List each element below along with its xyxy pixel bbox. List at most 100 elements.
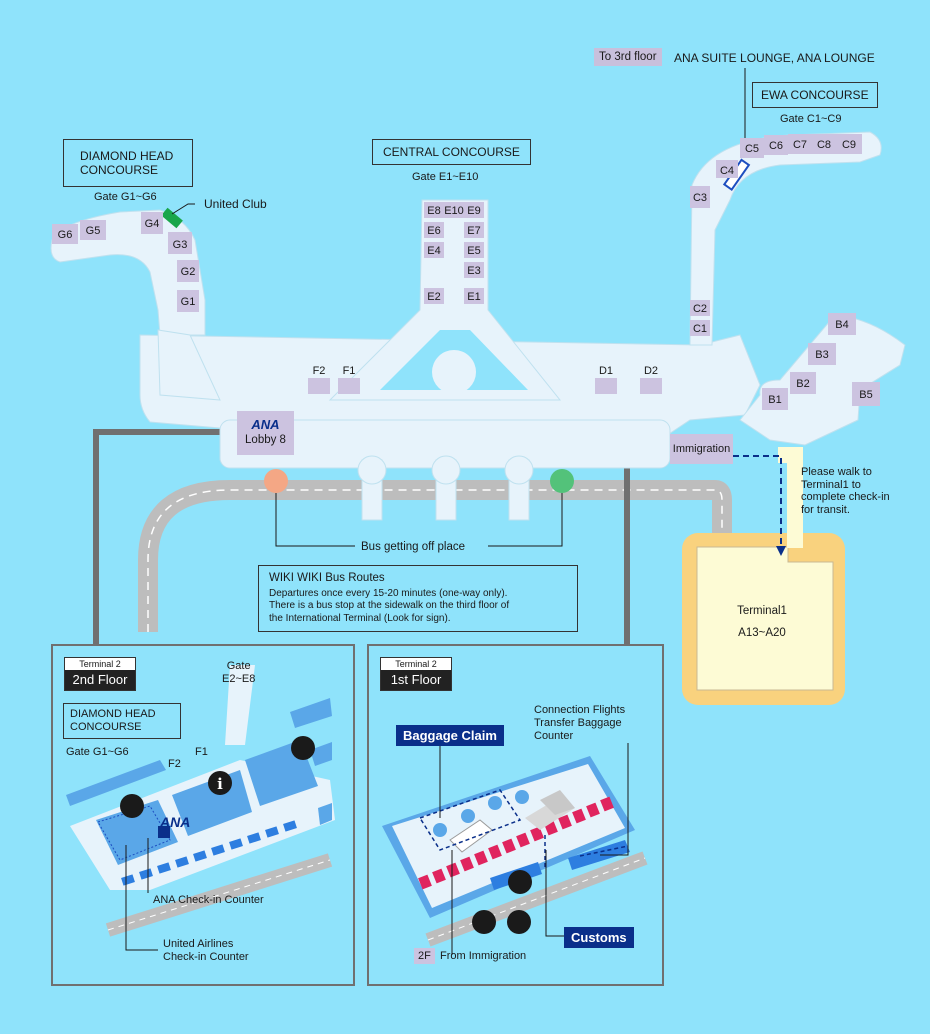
panel-connector-left <box>93 429 250 645</box>
gate-b2: B2 <box>796 378 809 390</box>
gate-e1: E1 <box>467 291 480 303</box>
gate-d2: D2 <box>644 365 658 377</box>
gate-c4: C4 <box>720 165 734 177</box>
united-club-marker <box>161 207 183 229</box>
gate-c8: C8 <box>817 139 831 151</box>
panel2-ana-counter: ANA Check-in Counter <box>153 894 264 906</box>
transit-route-arrow <box>733 455 782 548</box>
panel2-united-line1: United Airlines <box>163 938 234 950</box>
main-concourse <box>50 131 906 521</box>
gate-f1: F1 <box>343 365 356 377</box>
bus-getting-off-label: Bus getting off place <box>361 541 465 553</box>
transit-route-arrowhead <box>776 546 786 556</box>
gate-g2: G2 <box>181 266 196 278</box>
customs-label: Customs <box>564 927 634 948</box>
panel1-floor: 1st Floor <box>381 670 451 690</box>
floor2-illustration: i <box>66 665 335 951</box>
gate-b5: B5 <box>859 389 872 401</box>
diamond-head-box: DIAMOND HEAD CONCOURSE <box>63 139 193 187</box>
panel2-gate-g: Gate G1~G6 <box>66 746 129 758</box>
from-immigration-label: From Immigration <box>440 950 527 962</box>
gate-e9: E9 <box>467 205 480 217</box>
wiki-title: WIKI WIKI Bus Routes <box>269 572 385 584</box>
panel2-gate-range: E2~E8 <box>222 673 256 685</box>
gate-c3: C3 <box>693 192 707 204</box>
panel2-concourse-line1: DIAMOND HEAD <box>70 708 156 720</box>
gate-c5: C5 <box>745 143 759 155</box>
gate-e7: E7 <box>467 225 480 237</box>
gate-e2: E2 <box>427 291 440 303</box>
panel2-concourse-line2: CONCOURSE <box>70 721 142 733</box>
gate-c2: C2 <box>693 303 707 315</box>
immigration-box: Immigration <box>670 434 733 464</box>
transit-note-line4: for transit. <box>801 503 850 516</box>
panel2-ana-logo: ANA <box>160 814 191 830</box>
panel2-gate-word: Gate <box>226 660 251 672</box>
panel2-f2: F2 <box>168 758 181 770</box>
panel2-f1: F1 <box>195 746 208 758</box>
gate-e3: E3 <box>467 265 480 277</box>
ana-logo: ANA <box>251 417 280 432</box>
transit-note-line2: Terminal1 to <box>801 478 861 491</box>
gate-f2: F2 <box>313 365 326 377</box>
transit-note: Please walk to Terminal1 to complete che… <box>801 466 890 516</box>
united-club-pointer <box>171 203 195 215</box>
info-icon: i <box>217 775 223 793</box>
central-gates-label: Gate E1~E10 <box>412 171 479 183</box>
lobby8-label: Lobby 8 <box>245 434 286 446</box>
terminal1-label: Terminal1 A13~A20 <box>722 600 802 644</box>
gate-d1: D1 <box>599 365 613 377</box>
diamond-head-line1: DIAMOND HEAD <box>80 149 174 163</box>
from-immigration-tag: 2F <box>414 948 435 964</box>
wiki-line2: There is a bus stop at the sidewalk on t… <box>269 600 510 611</box>
central-concourse-box: CENTRAL CONCOURSE <box>372 139 531 165</box>
gate-c7: C7 <box>793 139 807 151</box>
terminal1-building <box>682 533 845 705</box>
panel2-united-line2: Check-in Counter <box>163 951 249 963</box>
panel1-terminal: Terminal 2 <box>395 659 437 669</box>
ana-lounges-label: ANA SUITE LOUNGE, ANA LOUNGE <box>674 51 875 65</box>
connection-line3: Counter <box>534 730 574 742</box>
wiki-line1: Departures once every 15-20 minutes (one… <box>269 587 508 599</box>
connection-line2: Transfer Baggage <box>534 717 622 729</box>
bus-road <box>138 480 732 632</box>
diamond-head-line2: CONCOURSE <box>80 163 159 177</box>
gate-c9: C9 <box>842 139 856 151</box>
ewa-gates-label: Gate C1~C9 <box>780 113 842 125</box>
diamond-gates-label: Gate G1~G6 <box>94 191 157 203</box>
ewa-concourse-box: EWA CONCOURSE <box>752 82 878 108</box>
walk-path <box>778 447 803 548</box>
gate-e4: E4 <box>427 245 440 257</box>
terminal1-gates: A13~A20 <box>738 627 786 639</box>
lobby8-box: ANA Lobby 8 <box>237 411 294 455</box>
to-3rd-floor-tag: To 3rd floor <box>594 48 662 66</box>
gate-g3: G3 <box>173 239 188 251</box>
bus-stop-green <box>550 469 574 493</box>
gate-b4: B4 <box>835 319 848 331</box>
gate-g4: G4 <box>145 218 160 230</box>
panel2-terminal: Terminal 2 <box>79 659 121 669</box>
connection-line1: Connection Flights <box>534 704 626 716</box>
gate-labels: G6 G5 G4 G3 G2 G1 E8 E10 E9 E6 E7 E4 E5 … <box>58 139 873 406</box>
transit-note-line3: complete check-in <box>801 491 890 503</box>
gate-boxes <box>52 134 880 410</box>
gate-b3: B3 <box>815 349 828 361</box>
panel2-gate-label: Gate E2~E8 <box>222 660 255 686</box>
gate-b1: B1 <box>768 394 781 406</box>
gate-e8: E8 <box>427 205 440 217</box>
gate-g5: G5 <box>86 225 101 237</box>
wiki-bus-box: WIKI WIKI Bus Routes Departures once eve… <box>258 565 578 632</box>
panel2-united-counter: United Airlines Check-in Counter <box>163 938 249 964</box>
united-club-label: United Club <box>204 197 267 211</box>
terminal1-name: Terminal1 <box>737 605 787 617</box>
gate-g6: G6 <box>58 229 73 241</box>
gate-e10: E10 <box>444 205 464 217</box>
panel2-floor: 2nd Floor <box>65 670 135 690</box>
floor1-illustration <box>382 743 648 955</box>
gate-c1: C1 <box>693 323 707 335</box>
panel2-concourse-box: DIAMOND HEAD CONCOURSE <box>63 703 181 739</box>
transit-note-line1: Please walk to <box>801 466 872 478</box>
gate-c6: C6 <box>769 140 783 152</box>
gate-e5: E5 <box>467 245 480 257</box>
